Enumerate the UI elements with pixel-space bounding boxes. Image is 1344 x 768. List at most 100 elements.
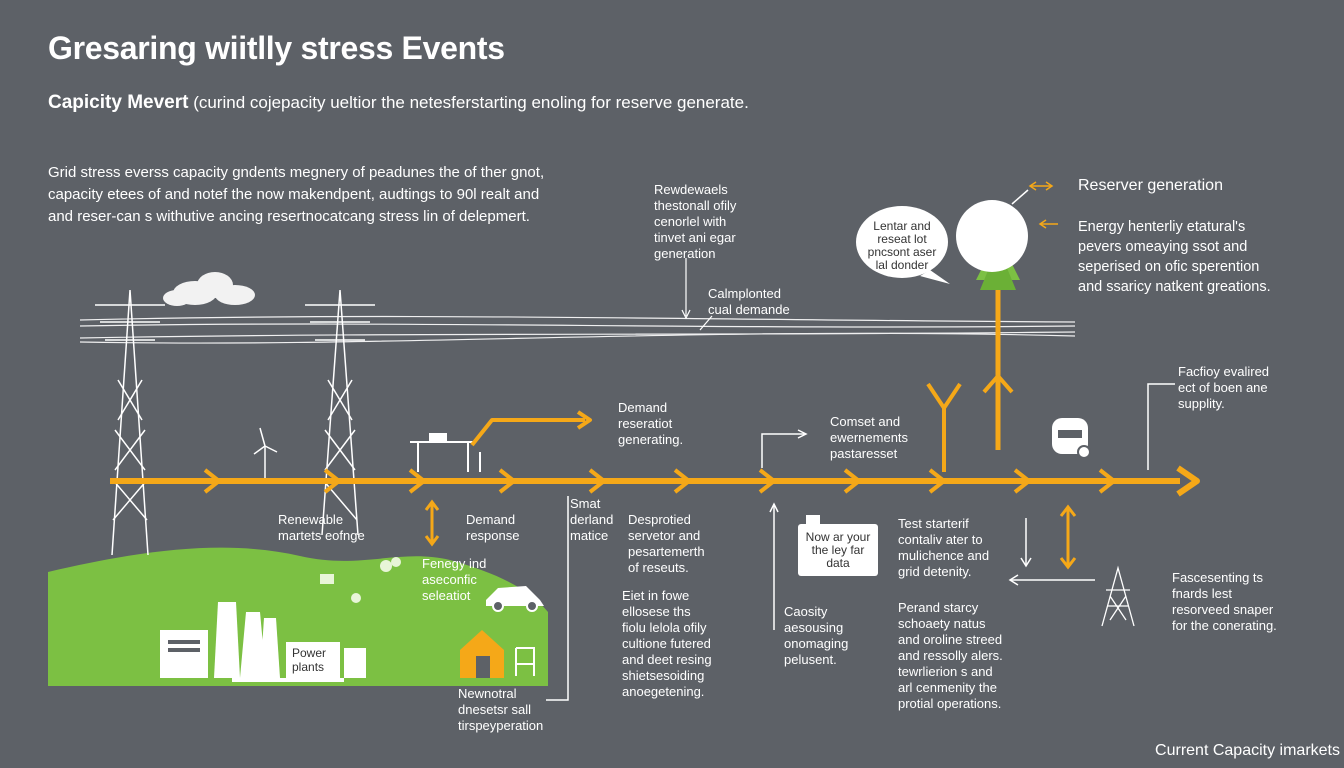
substation-icon (410, 433, 481, 472)
label-renewable-market: Renewable martets eofnge (278, 512, 365, 544)
label-line: reseratiot (618, 416, 673, 431)
small-tree-icon (320, 557, 401, 603)
label-demand-response: Demand response (466, 512, 519, 544)
cloud-icon (163, 272, 255, 306)
label-line: generating. (618, 432, 684, 447)
transmission-tower-icon (305, 289, 375, 536)
label-perand: Perand starcy schoaety natus and oroline… (898, 600, 1003, 712)
label-line: generation (654, 246, 716, 261)
label-line: data (826, 556, 850, 570)
label-line: Caosity (784, 604, 828, 619)
reserve-generation-body: Energy henterliy etatural's pevers omeay… (1078, 217, 1318, 297)
label-bubble: Lentar and reseat lot pncsont aser lal d… (862, 220, 942, 272)
intro-text: Grid stress everss capacity gndents megn… (48, 162, 648, 228)
label-line: dnesetsr sall (458, 702, 531, 717)
power-lines (79, 315, 1076, 344)
label-line: Power (292, 646, 327, 660)
label-line: Lentar and (873, 219, 931, 233)
car-icon (486, 586, 544, 612)
label-line: Demand (466, 512, 516, 527)
label-test: Test starterif contaliv ater to mulichen… (898, 516, 989, 580)
label-line: Eiet in fowe (622, 588, 690, 603)
main-flow-line (110, 465, 1200, 497)
label-line: Comset and (830, 414, 901, 429)
antenna-icon (926, 382, 962, 472)
label-line: ellosese ths (622, 604, 691, 619)
power-plant-icon (160, 602, 366, 682)
label-line: Fenegy ind (422, 556, 487, 571)
label-line: fnards lest (1172, 586, 1232, 601)
label-line: tewrlierion s and (898, 664, 993, 679)
label-line: and ressolly alers. (898, 648, 1003, 663)
label-line: and deet resing (622, 652, 712, 667)
label-power-plants: Power plants (292, 646, 326, 674)
label-line: Fascesenting ts (1172, 570, 1264, 585)
label-line: anoegetening. (622, 684, 705, 699)
label-line: servetor and (628, 528, 701, 543)
label-line: supplity. (1178, 396, 1225, 411)
label-line: of reseuts. (628, 560, 689, 575)
reserve-body-line: pevers omeaying ssot and (1078, 239, 1248, 255)
label-desprated: Desprotied servetor and pesartemerth of … (628, 512, 705, 576)
label-line: protial operations. (898, 696, 1002, 711)
label-line: pastaresset (830, 446, 898, 461)
transmission-tower-icon (1101, 565, 1135, 627)
label-smart-demand: Smat derland matice (570, 496, 613, 544)
label-line: pncsont aser (867, 245, 937, 259)
label-eiet: Eiet in fowe ellosese ths fiolu lelola o… (622, 588, 712, 700)
label-line: mulichence and (898, 548, 990, 563)
label-capacity-assess: Caosity aesousing onomaging pelusent. (784, 604, 848, 668)
label-line: cual demande (708, 302, 790, 317)
label-line: Perand starcy (898, 600, 979, 615)
label-line: grid detenity. (898, 564, 972, 579)
label-line: Now ar your (805, 530, 871, 544)
intro-line: capacity etees of and notef the now make… (48, 186, 540, 203)
demand-arrow (470, 410, 592, 447)
reserve-generation-heading: Reserver generation (1078, 177, 1223, 194)
label-line: Newnotral (458, 686, 517, 701)
label-line: plants (292, 660, 325, 674)
label-line: martets eofnge (278, 528, 365, 543)
label-line: Test starterif (898, 516, 969, 531)
label-line: reseat lot (877, 232, 927, 246)
label-line: Smat (570, 496, 601, 511)
label-line: Desprotied (628, 512, 691, 527)
label-line: schoaety natus (898, 616, 986, 631)
label-line: shietsesoiding (622, 668, 705, 683)
house-icon (460, 630, 504, 678)
label-calmploted: Calmplonted cual demande (708, 286, 790, 318)
label-line: resorveed snaper (1172, 602, 1274, 617)
label-demand-top: Demand reseratiot generating. (618, 400, 683, 448)
label-line: fiolu lelola ofily (622, 620, 707, 635)
label-now-box: Now ar your the ley far data (798, 531, 878, 570)
label-line: pelusent. (784, 652, 837, 667)
label-line: ewernements (830, 430, 909, 445)
reserve-body-line: and ssaricy natkent greations. (1078, 279, 1271, 295)
subtitle-rest: (curind cojepacity ueltior the netesfers… (193, 93, 749, 112)
page-subtitle: Capicity Mevert (curind cojepacity uelti… (48, 92, 749, 114)
wind-turbine-icon (253, 427, 278, 478)
reserve-body-line: seperised on ofic sperention (1078, 259, 1260, 275)
label-line: onomaging (784, 636, 849, 651)
intro-line: and reser-can s withutive ancing resertn… (48, 208, 530, 225)
yellow-double-arrow (1059, 504, 1077, 570)
label-line: Facfioy evalired (1178, 364, 1270, 379)
now-box (798, 515, 878, 576)
label-factory: Facfioy evalired ect of boen ane supplit… (1178, 364, 1269, 412)
label-line: cenorlel with (654, 214, 727, 229)
label-line: tinvet ani egar (654, 230, 736, 245)
label-line: and oroline streed (898, 632, 1003, 647)
label-line: derland (570, 512, 614, 527)
label-fascsesenting: Fascesenting ts fnards lest resorveed sn… (1172, 570, 1277, 634)
label-line: tirspeyperation (458, 718, 544, 733)
label-line: pesartemerth (628, 544, 705, 559)
label-line: the ley far (811, 543, 865, 557)
label-line: aesousing (784, 620, 844, 635)
renewable-pointer (681, 258, 713, 331)
label-line: Rewdewaels (654, 182, 728, 197)
label-line: lal donder (875, 258, 929, 272)
label-line: contaliv ater to (898, 532, 983, 547)
label-line: Demand (618, 400, 668, 415)
label-line: thestonall ofily (654, 198, 737, 213)
